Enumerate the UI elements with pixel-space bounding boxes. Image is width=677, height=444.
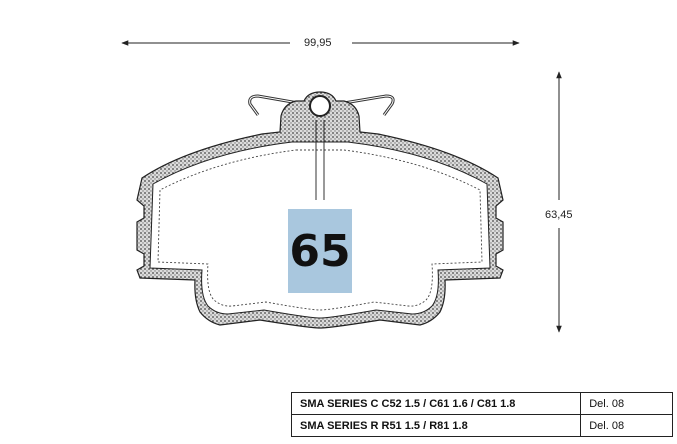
table-row: SMA SERIES R R51 1.5 / R81 1.8 Del. 08	[290, 414, 673, 437]
wear-limit-outline	[157, 149, 483, 311]
series-cell: SMA SERIES C C52 1.5 / C61 1.6 / C81 1.8	[290, 392, 582, 415]
clip-rivet	[309, 95, 331, 117]
table-row: SMA SERIES C C52 1.5 / C61 1.6 / C81 1.8…	[290, 392, 673, 415]
height-dimension-label: 63,45	[541, 209, 577, 221]
reference-number-badge: 65	[288, 209, 352, 293]
del-cell: Del. 08	[580, 392, 673, 415]
application-table: SMA SERIES C C52 1.5 / C61 1.6 / C81 1.8…	[290, 392, 673, 437]
series-cell: SMA SERIES R R51 1.5 / R81 1.8	[290, 414, 582, 437]
width-dimension-label: 99,95	[300, 37, 336, 49]
del-cell: Del. 08	[580, 414, 673, 437]
